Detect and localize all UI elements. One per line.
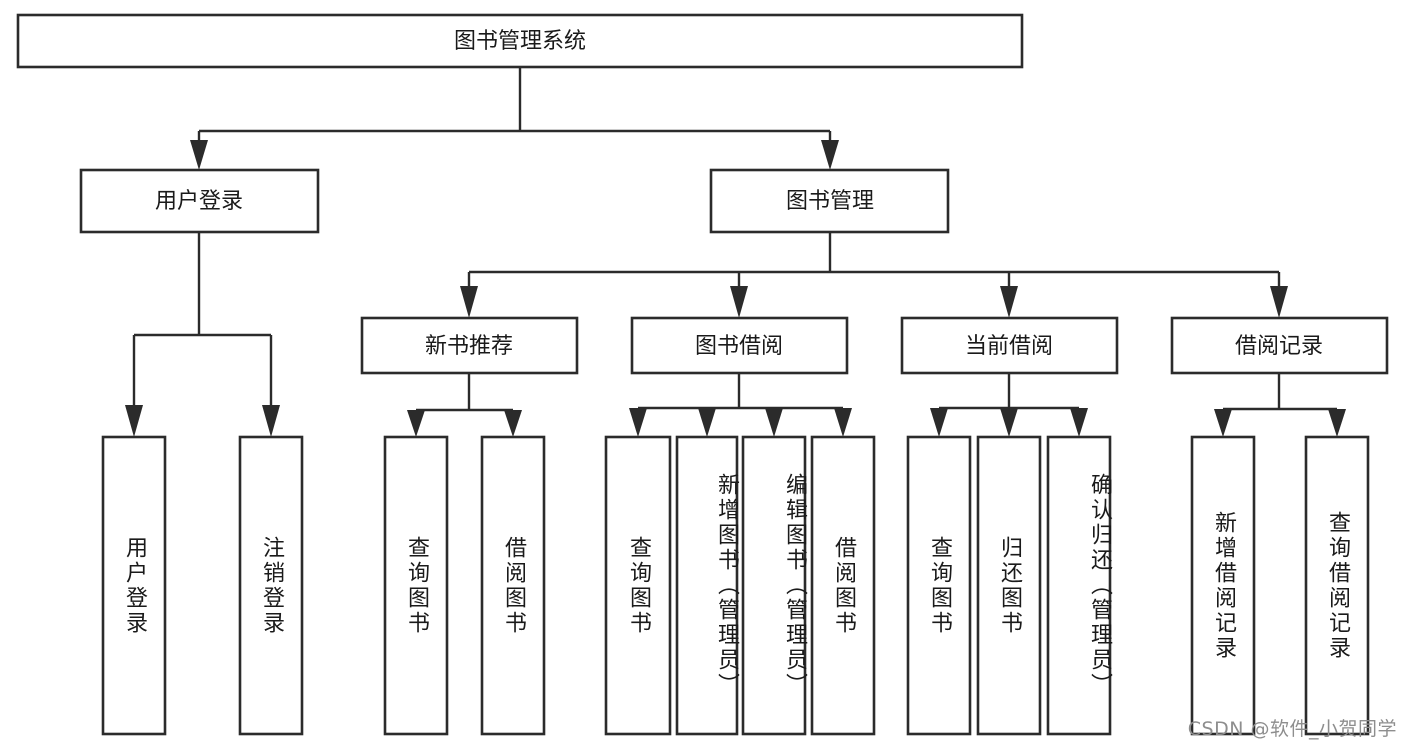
node-book-borrow-label: 图书借阅 bbox=[695, 334, 783, 359]
csdn-watermark: CSDN @软件_小贺同学 bbox=[1187, 718, 1397, 740]
node-book-management-box[interactable] bbox=[709, 168, 950, 234]
leaf-user-login-box[interactable] bbox=[101, 435, 167, 736]
node-root[interactable]: 图书管理系统 bbox=[16, 13, 1024, 69]
arrow-head-borrow-record bbox=[1270, 286, 1288, 318]
node-current-borrow-label: 当前借阅 bbox=[965, 334, 1053, 359]
node-user-login[interactable]: 用户登录 bbox=[79, 168, 320, 234]
connector-group-current-borrow bbox=[930, 373, 1088, 437]
leaf-add-borrow-record-box[interactable] bbox=[1190, 435, 1256, 736]
node-root-box[interactable] bbox=[16, 13, 1024, 69]
node-book-borrow-box[interactable] bbox=[630, 316, 849, 375]
leaf-add-book-admin-box[interactable] bbox=[675, 435, 739, 736]
leaf-query-book-current-box[interactable] bbox=[906, 435, 972, 736]
arrow-head-leaf-add-borrow-record bbox=[1214, 409, 1232, 437]
connector-group-user-login bbox=[125, 232, 280, 437]
arrow-head-leaf-borrow-book-recommend bbox=[504, 410, 522, 437]
node-current-borrow-box[interactable] bbox=[900, 316, 1119, 375]
connector-group-book-borrow bbox=[629, 373, 852, 437]
leaf-edit-book-admin-box[interactable] bbox=[741, 435, 807, 736]
leaf-query-borrow-record-box[interactable] bbox=[1304, 435, 1370, 736]
connector-group-new-book-recommend bbox=[407, 373, 522, 437]
arrow-head-leaf-confirm-return-admin bbox=[1070, 408, 1088, 437]
node-book-management[interactable]: 图书管理 bbox=[709, 168, 950, 234]
arrow-head-leaf-query-book-current bbox=[930, 408, 948, 437]
arrow-head-leaf-query-book-recommend bbox=[407, 410, 425, 437]
node-borrow-record-box[interactable] bbox=[1170, 316, 1389, 375]
arrow-head-leaf-query-book-borrow bbox=[629, 408, 647, 437]
node-new-book-recommend-label: 新书推荐 bbox=[425, 334, 513, 359]
node-current-borrow[interactable]: 当前借阅 bbox=[900, 316, 1119, 375]
arrow-head-book-borrow bbox=[730, 286, 748, 318]
connector-group-borrow-record bbox=[1214, 373, 1346, 437]
node-borrow-record[interactable]: 借阅记录 bbox=[1170, 316, 1389, 375]
leaf-borrow-book-box[interactable] bbox=[810, 435, 876, 736]
arrow-head-leaf-borrow-book bbox=[834, 408, 852, 437]
arrow-head-book-management bbox=[821, 140, 839, 170]
arrow-head-leaf-add-book-admin bbox=[698, 408, 716, 437]
node-new-book-recommend[interactable]: 新书推荐 bbox=[360, 316, 579, 375]
connector-group-book-management bbox=[460, 232, 1288, 318]
arrow-head-leaf-return-book bbox=[1000, 408, 1018, 437]
leaf-boxes bbox=[101, 435, 1370, 736]
node-root-label: 图书管理系统 bbox=[454, 29, 586, 54]
leaf-borrow-book-recommend-box[interactable] bbox=[480, 435, 546, 736]
leaf-logout-box[interactable] bbox=[238, 435, 304, 736]
connector-group-root bbox=[190, 67, 839, 170]
arrow-head-current-borrow bbox=[1000, 286, 1018, 318]
node-book-borrow[interactable]: 图书借阅 bbox=[630, 316, 849, 375]
node-user-login-box[interactable] bbox=[79, 168, 320, 234]
arrow-head-user-login bbox=[190, 140, 208, 170]
arrow-head-leaf-edit-book-admin bbox=[765, 408, 783, 437]
leaf-query-book-recommend-box[interactable] bbox=[383, 435, 449, 736]
leaf-query-book-borrow-box[interactable] bbox=[604, 435, 672, 736]
arrow-head-leaf-query-borrow-record bbox=[1328, 409, 1346, 437]
arrow-head-new-book-recommend bbox=[460, 286, 478, 318]
node-borrow-record-label: 借阅记录 bbox=[1235, 334, 1323, 359]
leaf-confirm-return-admin-box[interactable] bbox=[1046, 435, 1112, 736]
arrow-head-leaf-logout bbox=[262, 405, 280, 437]
arrow-head-leaf-user-login bbox=[125, 405, 143, 437]
node-new-book-recommend-box[interactable] bbox=[360, 316, 579, 375]
node-user-login-label: 用户登录 bbox=[155, 189, 243, 214]
node-book-management-label: 图书管理 bbox=[786, 189, 874, 214]
leaf-return-book-box[interactable] bbox=[976, 435, 1042, 736]
